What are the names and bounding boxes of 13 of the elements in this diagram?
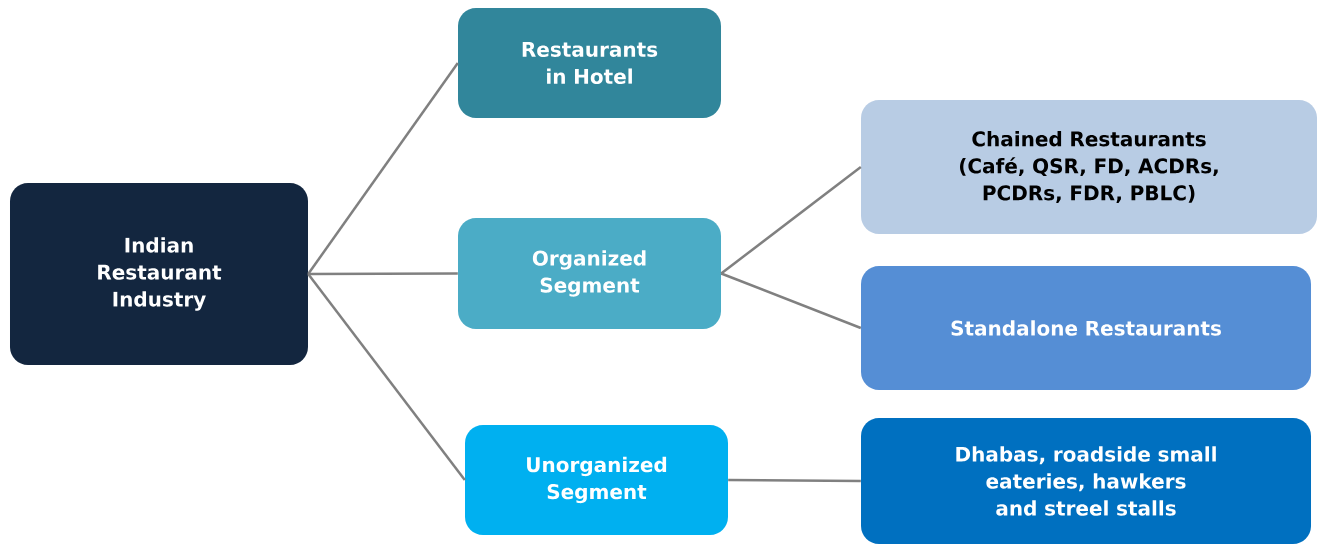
connector-line	[308, 272, 458, 276]
connector-line	[728, 478, 861, 483]
connector-line	[307, 62, 459, 275]
category-box: Chained Restaurants (Café, QSR, FD, ACDRs, PCDRs, FDR, PBLC)	[861, 100, 1317, 234]
connector-line	[307, 273, 466, 481]
category-box: Standalone Restaurants	[861, 266, 1311, 390]
category-box: Organized Segment	[458, 218, 721, 329]
category-box: Dhabas, roadside small eateries, hawkers and streel stalls	[861, 418, 1311, 544]
connector-line	[720, 166, 862, 275]
category-box: Restaurants in Hotel	[458, 8, 721, 118]
connector-line	[720, 272, 862, 330]
category-box: Indian Restaurant Industry	[10, 183, 308, 365]
category-box: Unorganized Segment	[465, 425, 728, 535]
